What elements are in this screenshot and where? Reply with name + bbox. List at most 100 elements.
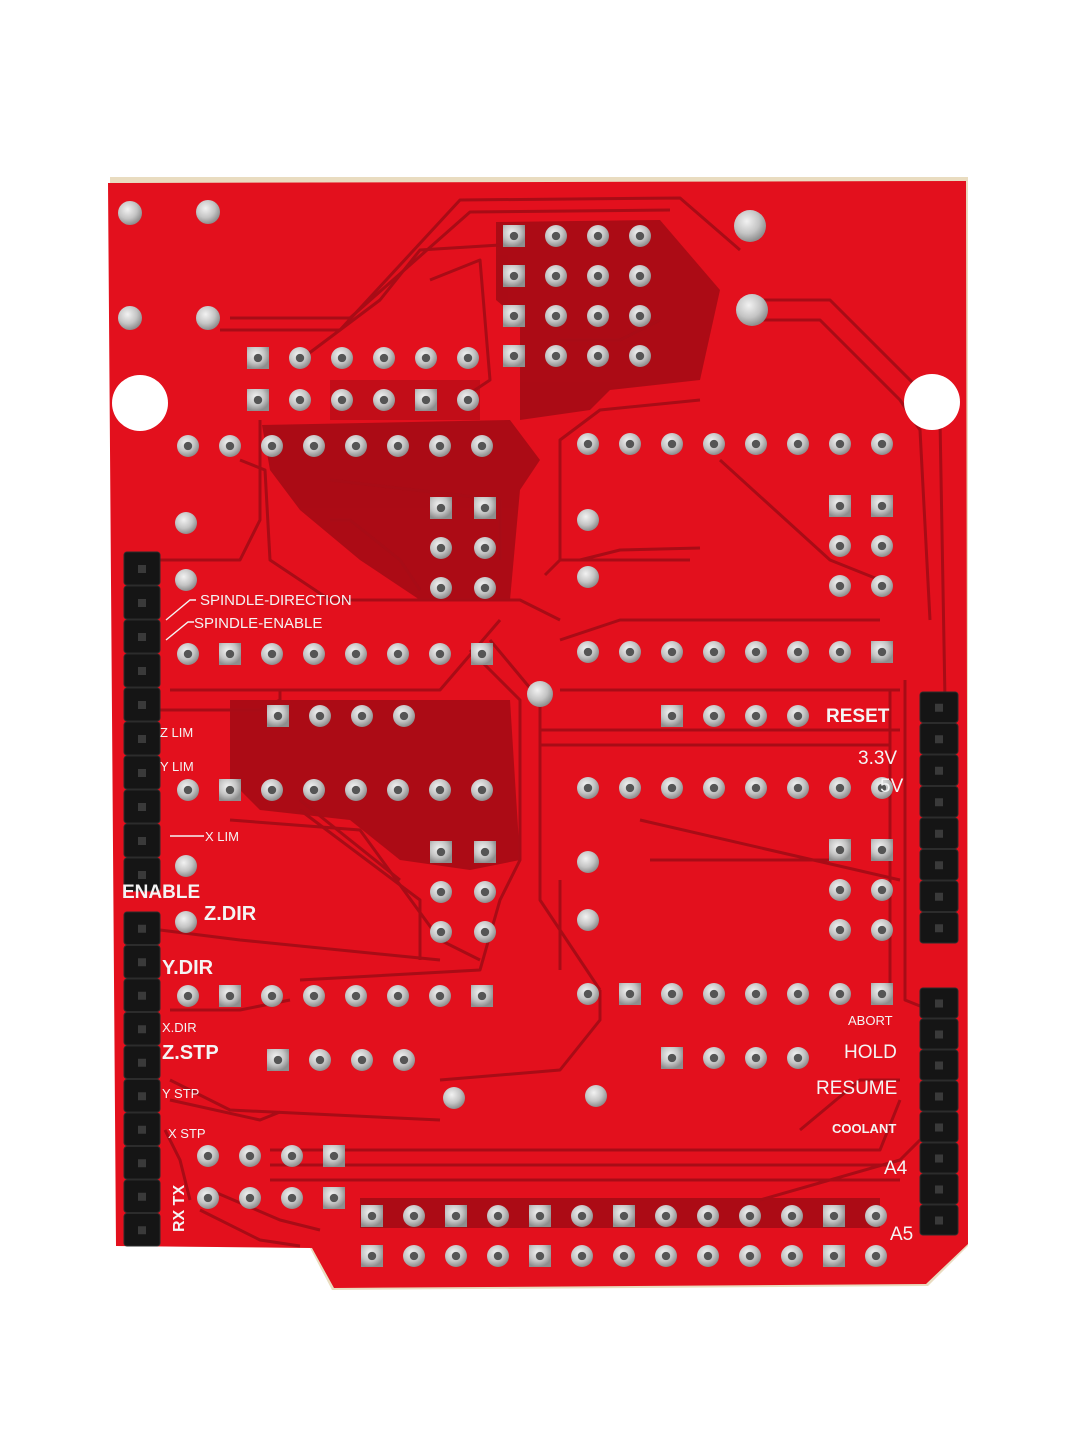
round-pad xyxy=(261,985,283,1007)
square-pad xyxy=(430,841,452,863)
header-socket xyxy=(935,703,943,712)
label-hold: HOLD xyxy=(844,1042,897,1063)
round-pad xyxy=(393,705,415,727)
square-pad xyxy=(219,985,241,1007)
round-pad xyxy=(865,1205,887,1227)
square-pad xyxy=(529,1205,551,1227)
square-pad xyxy=(361,1205,383,1227)
round-pad xyxy=(619,641,641,663)
label-reset: RESET xyxy=(826,706,890,727)
round-pad xyxy=(829,575,851,597)
header-socket xyxy=(138,958,146,967)
round-pad xyxy=(309,705,331,727)
round-pad xyxy=(703,983,725,1005)
header-socket xyxy=(935,829,943,838)
header-socket xyxy=(138,1226,146,1235)
round-pad xyxy=(430,577,452,599)
round-pad xyxy=(177,779,199,801)
round-pad xyxy=(619,433,641,455)
square-pad xyxy=(871,983,893,1005)
label-x-dir: X.DIR xyxy=(162,1020,197,1035)
round-pad xyxy=(373,389,395,411)
round-pad xyxy=(387,779,409,801)
round-pad xyxy=(261,643,283,665)
square-pad xyxy=(661,1047,683,1069)
round-pad xyxy=(787,777,809,799)
round-pad xyxy=(781,1245,803,1267)
header-socket xyxy=(138,667,146,675)
round-pad xyxy=(429,435,451,457)
round-pad xyxy=(474,537,496,559)
header-socket xyxy=(138,924,146,933)
round-pad xyxy=(429,779,451,801)
square-pad xyxy=(661,705,683,727)
round-pad xyxy=(613,1245,635,1267)
round-pad xyxy=(703,433,725,455)
round-pad xyxy=(457,347,479,369)
round-pad xyxy=(571,1205,593,1227)
round-pad xyxy=(474,921,496,943)
round-pad xyxy=(487,1245,509,1267)
round-pad xyxy=(787,433,809,455)
round-pad xyxy=(703,777,725,799)
label-y-lim: Y LIM xyxy=(160,759,194,774)
round-pad xyxy=(571,1245,593,1267)
header-socket xyxy=(138,991,146,1000)
round-pad xyxy=(351,705,373,727)
round-pad xyxy=(629,345,651,367)
round-pad xyxy=(429,985,451,1007)
round-pad xyxy=(745,641,767,663)
label-spindle-enable: SPINDLE-ENABLE xyxy=(194,615,322,632)
header-socket xyxy=(138,871,146,879)
mounting-holes xyxy=(112,374,960,431)
square-pad xyxy=(474,841,496,863)
header-socket xyxy=(138,1192,146,1201)
header-socket xyxy=(935,1092,943,1101)
header-socket xyxy=(935,924,943,933)
round-pad xyxy=(703,705,725,727)
round-pad xyxy=(303,643,325,665)
square-pad xyxy=(474,497,496,519)
round-pad xyxy=(703,641,725,663)
round-pad xyxy=(445,1245,467,1267)
square-pad xyxy=(471,985,493,1007)
header-socket xyxy=(138,1159,146,1168)
round-pad xyxy=(787,983,809,1005)
round-pad xyxy=(403,1245,425,1267)
round-pad xyxy=(587,225,609,247)
label-3v3: 3.3V xyxy=(858,748,897,769)
label-y-stp: Y STP xyxy=(162,1086,199,1101)
round-pad xyxy=(661,641,683,663)
round-pad xyxy=(309,1049,331,1071)
round-pad xyxy=(545,265,567,287)
round-pad xyxy=(261,435,283,457)
round-pad xyxy=(577,433,599,455)
round-pad xyxy=(781,1205,803,1227)
square-pad xyxy=(619,983,641,1005)
square-pad xyxy=(823,1205,845,1227)
round-pad xyxy=(545,225,567,247)
round-pad xyxy=(655,1245,677,1267)
round-pad xyxy=(331,347,353,369)
round-pad xyxy=(661,433,683,455)
header-socket xyxy=(138,769,146,777)
round-pad xyxy=(829,535,851,557)
round-pad xyxy=(387,435,409,457)
round-pad xyxy=(239,1187,261,1209)
round-pad xyxy=(577,777,599,799)
round-pad xyxy=(661,983,683,1005)
round-pad xyxy=(239,1145,261,1167)
round-pad xyxy=(745,777,767,799)
round-pad xyxy=(345,435,367,457)
round-pad xyxy=(829,777,851,799)
round-pad xyxy=(739,1205,761,1227)
round-pad xyxy=(474,577,496,599)
round-pad xyxy=(471,779,493,801)
silkscreen-labels: SPINDLE-DIRECTION SPINDLE-ENABLE Z LIM Y… xyxy=(122,592,913,1245)
round-pad xyxy=(281,1145,303,1167)
round-pad xyxy=(829,879,851,901)
round-pad xyxy=(457,389,479,411)
header-socket xyxy=(138,837,146,845)
square-pad xyxy=(503,345,525,367)
